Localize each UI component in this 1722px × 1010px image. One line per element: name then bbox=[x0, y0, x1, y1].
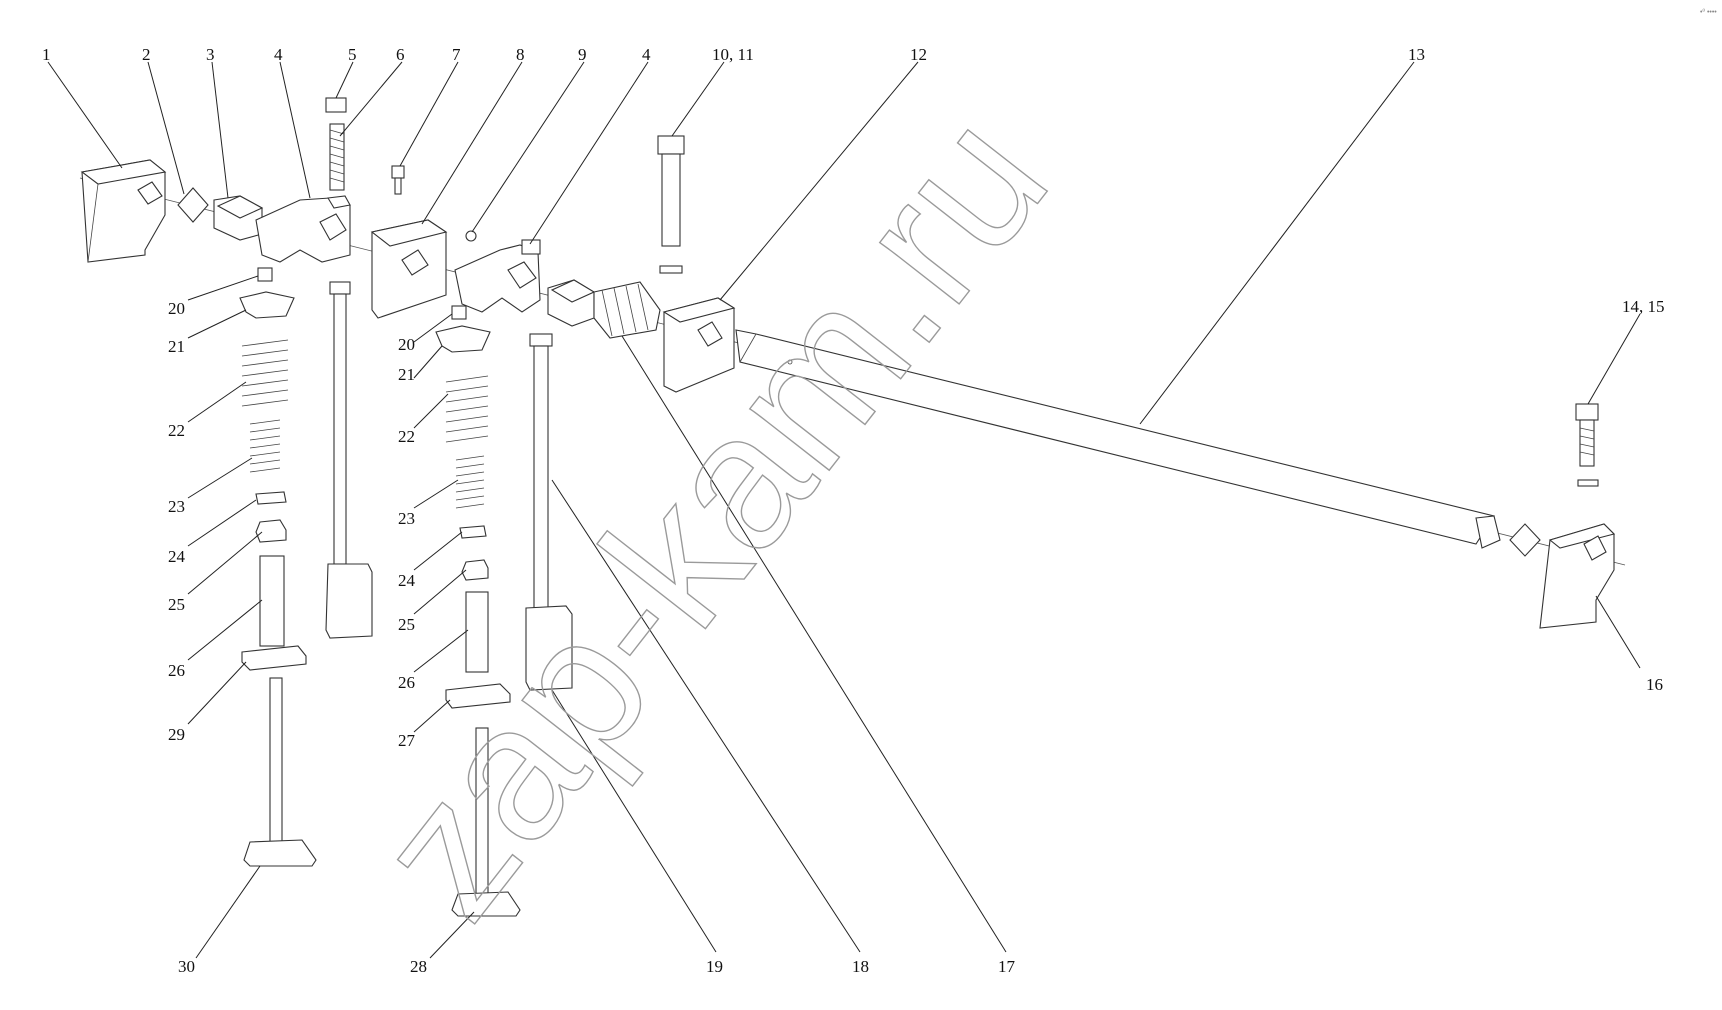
corner-note: •º •••• bbox=[1700, 9, 1717, 16]
callout-25-center: 25 bbox=[398, 615, 415, 634]
callout-21-center: 21 bbox=[398, 365, 415, 384]
callout-1: 1 bbox=[42, 45, 51, 64]
leader-lines bbox=[47, 61, 1641, 959]
part-2-spacer bbox=[177, 187, 209, 223]
part-8-center-bracket bbox=[370, 219, 448, 319]
callout-17: 17 bbox=[998, 957, 1016, 976]
callout-14-15: 14, 15 bbox=[1622, 297, 1665, 316]
callout-23-center: 23 bbox=[398, 509, 415, 528]
right-spacer bbox=[1509, 523, 1541, 557]
callout-6: 6 bbox=[396, 45, 405, 64]
pushrod-left bbox=[325, 281, 373, 639]
callout-18: 18 bbox=[852, 957, 869, 976]
part-12-bracket bbox=[662, 297, 736, 393]
part-1-left-bracket bbox=[80, 159, 167, 263]
watermark-text: zap-kam.ru bbox=[335, 76, 1087, 955]
callout-22-left: 22 bbox=[168, 421, 185, 440]
part-13-rocker-shaft bbox=[735, 329, 1501, 549]
callout-25-left: 25 bbox=[168, 595, 185, 614]
part-7-fitting bbox=[391, 165, 405, 195]
callout-4-left: 4 bbox=[274, 45, 283, 64]
callout-28: 28 bbox=[410, 957, 427, 976]
callout-16: 16 bbox=[1646, 675, 1663, 694]
part-3-sleeve bbox=[213, 195, 264, 241]
callout-22-center: 22 bbox=[398, 427, 415, 446]
part-5-6-adjust-screw bbox=[325, 97, 347, 191]
part-9-ball bbox=[465, 230, 477, 242]
callout-20-center: 20 bbox=[398, 335, 415, 354]
callout-3: 3 bbox=[206, 45, 215, 64]
callout-19: 19 bbox=[706, 957, 723, 976]
callout-12: 12 bbox=[910, 45, 927, 64]
part-10-11-bolt bbox=[657, 135, 685, 274]
callout-8: 8 bbox=[516, 45, 525, 64]
callout-5: 5 bbox=[348, 45, 357, 64]
callout-13: 13 bbox=[1408, 45, 1425, 64]
callout-26-center: 26 bbox=[398, 673, 415, 692]
callout-2: 2 bbox=[142, 45, 151, 64]
callout-24-left: 24 bbox=[168, 547, 186, 566]
callout-29: 29 bbox=[168, 725, 185, 744]
valve-assembly-left bbox=[239, 267, 317, 867]
callout-7: 7 bbox=[452, 45, 461, 64]
callout-21-left: 21 bbox=[168, 337, 185, 356]
callout-20-left: 20 bbox=[168, 299, 185, 318]
callout-30: 30 bbox=[178, 957, 195, 976]
callout-labels: 1 2 3 4 5 6 7 8 9 4 10, 11 12 13 14, 15 … bbox=[42, 45, 1665, 976]
callout-9: 9 bbox=[578, 45, 587, 64]
callout-27: 27 bbox=[398, 731, 416, 750]
center-sleeve bbox=[547, 279, 596, 327]
callout-10-11: 10, 11 bbox=[712, 45, 754, 64]
part-14-15-right-bolt bbox=[1575, 403, 1599, 487]
valve-assembly-center bbox=[435, 305, 521, 917]
pushrod-center bbox=[525, 333, 573, 691]
callout-4-center: 4 bbox=[642, 45, 651, 64]
callout-23-left: 23 bbox=[168, 497, 185, 516]
part-4-rocker-arm-center bbox=[454, 239, 541, 313]
part-17-shaft-spring bbox=[593, 281, 661, 339]
part-16-right-bracket bbox=[1539, 523, 1616, 629]
callout-26-left: 26 bbox=[168, 661, 185, 680]
part-4-rocker-arm-left bbox=[255, 195, 351, 263]
callout-24-center: 24 bbox=[398, 571, 416, 590]
